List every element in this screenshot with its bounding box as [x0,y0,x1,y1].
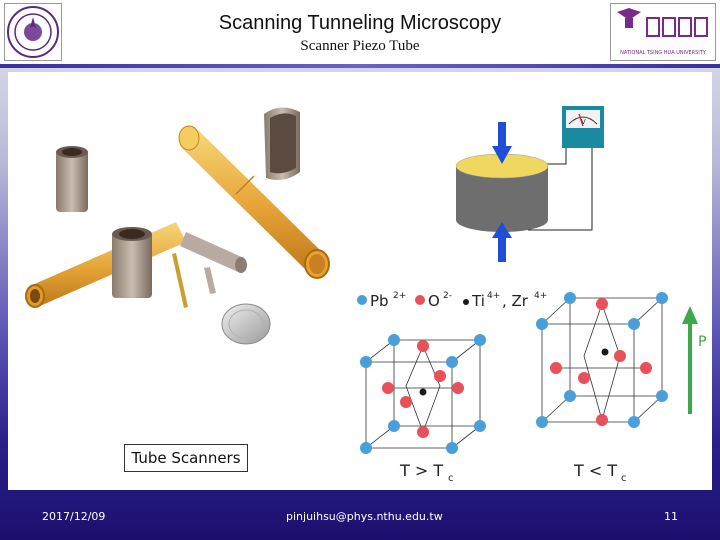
dime-coin [221,303,271,345]
cubic-label: T > T [399,461,443,480]
ion-legend: Pb 2+ O 2- Ti 4+ , Zr 4+ [357,291,547,310]
slide-header: Scanning Tunneling Microscopy Scanner Pi… [0,0,720,64]
legend-zr: , Zr [502,292,529,310]
voltmeter: V [562,106,604,148]
legend-o: O [428,292,440,310]
footer-date: 2017/12/09 [42,510,106,523]
photo-caption: Tube Scanners [124,444,248,472]
header-divider [0,64,720,68]
slide-footer: 2017/12/09 pinjuihsu@phys.nthu.edu.tw 11 [0,496,720,540]
tetragonal-lattice: T < T c [536,292,668,484]
cut-ceramic-tube [264,107,300,180]
meter-label: V [581,118,586,126]
tetragonal-label: T < T [573,461,617,480]
tube-scanners-photo [25,107,330,345]
legend-zr-charge: 4+ [534,291,547,301]
legend-pb-charge: 2+ [393,291,406,301]
piezo-diagram: V Pb 2+ O 2- Ti 4+ , [357,106,706,484]
long-gold-tube [25,222,186,308]
footer-page-number: 11 [664,510,678,523]
gold-pin [172,253,188,308]
grey-rod [180,232,247,273]
piezo-cylinder [455,153,549,232]
tetragonal-label-sub: c [621,473,627,484]
polarization-arrow: P [682,306,706,414]
gold-tube-large [178,125,330,279]
university-name-logo: NATIONAL TSING HUA UNIVERSITY [610,3,716,61]
mid-ceramic-tube [112,227,152,298]
footer-email: pinjuihsu@phys.nthu.edu.tw [286,510,443,523]
university-name-text: NATIONAL TSING HUA UNIVERSITY [620,50,707,56]
slide-title: Scanning Tunneling Microscopy [218,12,502,34]
compression-arrows [492,122,512,262]
legend-o-charge: 2- [443,291,452,301]
polarization-label: P [698,334,706,350]
cubic-label-sub: c [448,473,454,484]
cubic-lattice: T > T c [360,334,486,484]
slide-subtitle: Scanner Piezo Tube [300,38,420,54]
university-seal-logo [4,3,62,61]
legend-ti-charge: 4+ [487,291,500,301]
content-panel: Tube Scanners V Pb [8,72,712,490]
small-ceramic-tube [56,146,88,212]
small-bar [204,267,216,294]
legend-pb: Pb [370,292,389,310]
legend-ti: Ti [471,292,485,310]
